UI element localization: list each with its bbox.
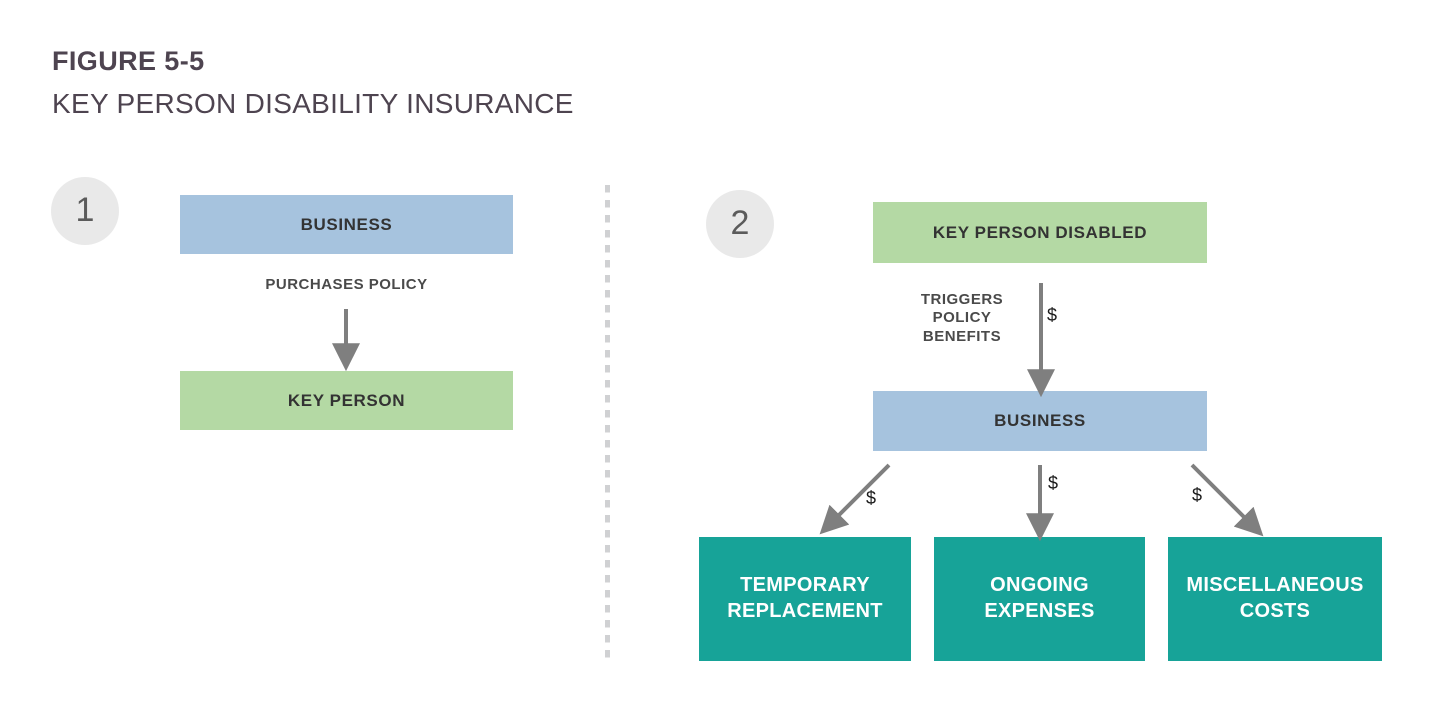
node-temporary-replacement-label: TEMPORARY REPLACEMENT xyxy=(727,574,883,622)
node-key-person-disabled-label: KEY PERSON DISABLED xyxy=(932,222,1148,242)
node-business-step1: BUSINESS xyxy=(180,195,513,254)
node-key-person-step1: KEY PERSON xyxy=(180,371,513,430)
node-ongoing-expenses-label: ONGOING EXPENSES xyxy=(984,574,1095,622)
step-badge-2: 2 xyxy=(706,190,774,258)
node-key-person-disabled: KEY PERSON DISABLED xyxy=(873,202,1207,263)
node-key-person-step1-label: KEY PERSON xyxy=(287,390,406,410)
flow-label-triggers-policy-benefits: TRIGGERS POLICY BENEFITS xyxy=(920,291,1004,345)
node-business-step2: BUSINESS xyxy=(873,391,1207,451)
node-business-step2-label: BUSINESS xyxy=(994,411,1086,431)
money-marker-temporary: $ xyxy=(866,488,877,508)
node-temporary-replacement: TEMPORARY REPLACEMENT xyxy=(699,537,911,661)
money-marker-ongoing: $ xyxy=(1048,473,1059,493)
money-marker-misc: $ xyxy=(1192,485,1203,505)
figure-title: KEY PERSON DISABILITY INSURANCE xyxy=(52,88,574,119)
step-badge-1-number: 1 xyxy=(75,190,95,229)
figure-number: FIGURE 5-5 xyxy=(52,46,205,76)
arrow-business-to-temporary xyxy=(819,463,891,535)
step-badge-1: 1 xyxy=(51,177,119,245)
flow-label-purchases-policy: PURCHASES POLICY xyxy=(265,276,428,293)
money-marker-benefits: $ xyxy=(1047,305,1058,325)
node-ongoing-expenses: ONGOING EXPENSES xyxy=(934,537,1145,661)
node-miscellaneous-costs: MISCELLANEOUS COSTS xyxy=(1168,537,1382,661)
step-badge-2-number: 2 xyxy=(730,203,750,242)
panel-divider xyxy=(605,185,610,663)
node-business-step1-label: BUSINESS xyxy=(300,214,393,234)
node-miscellaneous-costs-label: MISCELLANEOUS COSTS xyxy=(1186,574,1364,622)
